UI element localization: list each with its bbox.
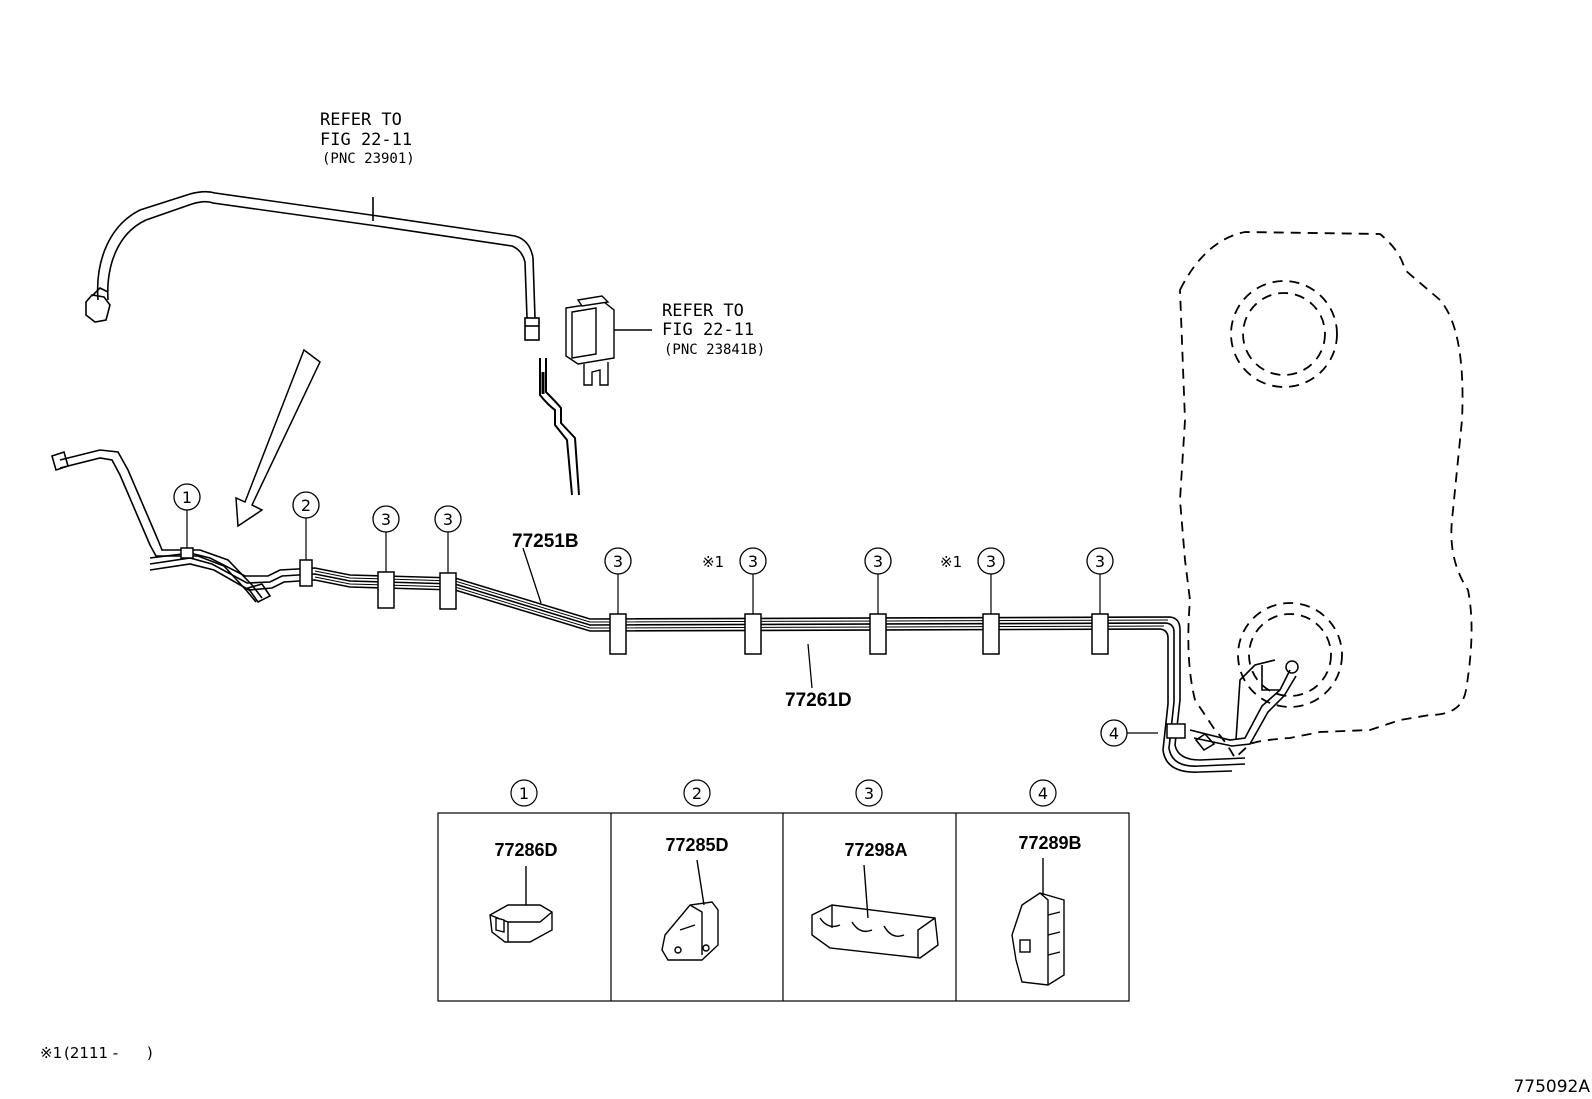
clamp-3f: [982, 613, 1000, 655]
legend-part-1: 77286D: [494, 840, 557, 860]
note-marker: ※1: [702, 553, 724, 571]
clamp-2: [299, 559, 313, 587]
clamp-3c: [609, 613, 627, 655]
callout-1: 1: [182, 488, 192, 507]
callout-leaders: [186, 510, 1101, 614]
vent-hose: [85, 190, 540, 341]
figure-id: 775092A: [1513, 1077, 1590, 1097]
main-fuel-line: [51, 449, 1299, 773]
footnote-marker: ※1: [40, 1044, 62, 1062]
clamp-3e: [869, 613, 887, 655]
callout-3: 3: [381, 510, 391, 529]
callout-2: 2: [301, 496, 311, 515]
legend-index-3: 3: [864, 784, 874, 803]
ref-valve-line1: REFER TO: [662, 301, 744, 321]
clamp-77286D-drawing: [489, 866, 553, 943]
line-clamps: [180, 547, 1186, 739]
callout-3: 3: [873, 552, 883, 571]
legend-part-2: 77285D: [665, 835, 728, 855]
clamp-77285D-drawing: [661, 859, 719, 961]
clamp-77289B-drawing: [1011, 858, 1065, 986]
vent-valve: [565, 295, 652, 386]
legend-part-4: 77289B: [1018, 833, 1081, 853]
ref-valve-line2: FIG 22-11: [662, 320, 754, 340]
legend-part-3: 77298A: [844, 840, 907, 860]
clamp-1: [180, 547, 194, 559]
clamp-3b: [439, 572, 457, 610]
callout-circles: [173, 483, 1128, 747]
clamp-4: [1166, 723, 1186, 739]
clamp-77298A-drawing: [811, 864, 939, 959]
direction-arrow: [235, 348, 321, 528]
legend-index-1: 1: [519, 784, 529, 803]
fuel-tank: [1179, 231, 1473, 760]
clamp-3g: [1091, 613, 1109, 655]
legend-index-4: 4: [1038, 784, 1048, 803]
note-marker: ※1: [940, 553, 962, 571]
clamp-3a: [377, 571, 395, 609]
callout-3: 3: [443, 510, 453, 529]
legend-index-2: 2: [692, 784, 702, 803]
part-number-77261D: 77261D: [785, 690, 852, 711]
callout-3: 3: [613, 552, 623, 571]
callout-3: 3: [986, 552, 996, 571]
callout-4: 4: [1109, 724, 1119, 743]
clamp-3d: [744, 613, 762, 655]
legend-table: [437, 779, 1130, 1002]
part-number-77251B: 77251B: [512, 531, 579, 552]
callout-3: 3: [1095, 552, 1105, 571]
footnote-text: (2111 - ): [64, 1044, 153, 1062]
ref-valve-line3: (PNC 23841B): [664, 342, 765, 358]
ref-hose-line3: (PNC 23901): [322, 151, 415, 167]
ref-hose-line2: FIG 22-11: [320, 130, 412, 150]
vertical-tube: [539, 358, 580, 496]
ref-hose-line1: REFER TO: [320, 110, 402, 130]
callout-3: 3: [748, 552, 758, 571]
